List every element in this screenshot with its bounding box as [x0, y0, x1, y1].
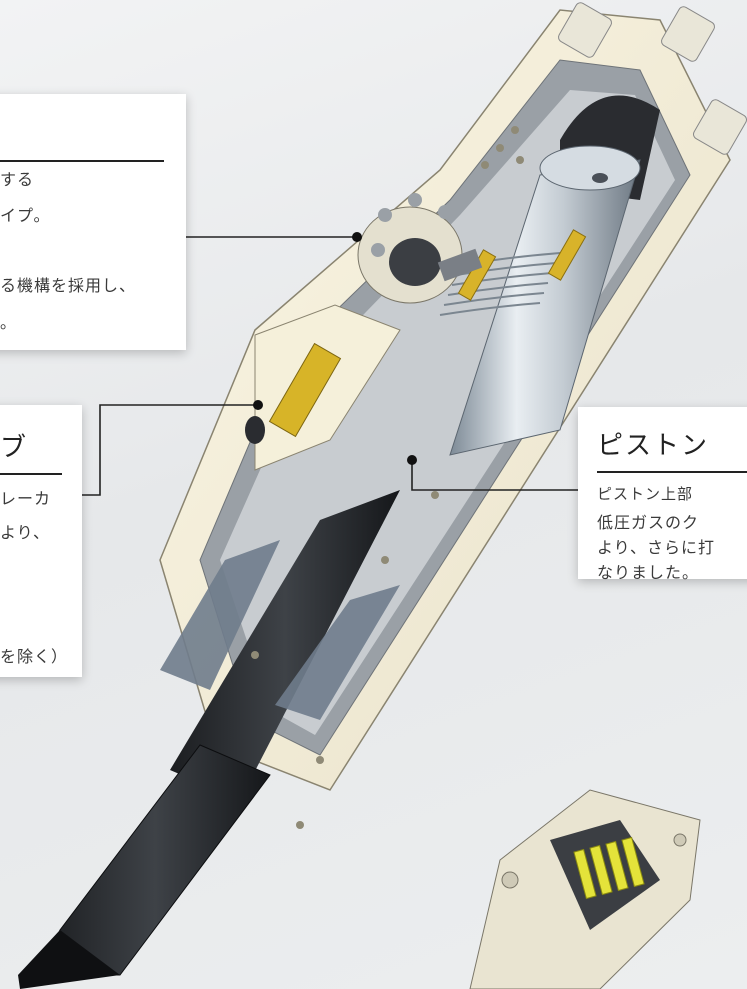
valve-assembly: [245, 304, 401, 471]
callout-line: レーカ: [0, 489, 52, 508]
piston: [439, 145, 641, 456]
callout-accumulator: する イプ。 る機構を採用し、 。: [0, 94, 186, 350]
callout-line: より、さらに打: [597, 538, 716, 557]
callout-rule: [0, 160, 164, 162]
top-fittings: [558, 2, 747, 155]
chisel-rod: [18, 490, 400, 989]
callout-line: 低圧ガスのク: [597, 513, 700, 532]
leader-dots: [253, 232, 417, 465]
front-bushing: [160, 540, 400, 720]
leader-lines: [82, 236, 578, 496]
callout-rule: [0, 473, 62, 475]
callout-line: する: [0, 170, 35, 189]
leader-dot-piston: [407, 455, 417, 465]
callout-piston: ピストン ピストン上部 低圧ガスのク より、さらに打 なりました。: [578, 407, 747, 582]
leader-line-piston: [411, 460, 578, 491]
secondary-unit: [469, 789, 701, 989]
callout-rule: [597, 471, 747, 473]
callout-valve: ブ レーカ より、 を除く）: [0, 405, 82, 677]
callout-title: ブ: [0, 433, 29, 463]
callout-line: イプ。: [0, 206, 51, 225]
callout-line: より、: [0, 523, 51, 542]
callout-line: 。: [0, 313, 18, 332]
leader-dot-valve: [253, 400, 263, 410]
leader-dot-top: [352, 232, 362, 242]
callout-line: を除く）: [0, 647, 69, 666]
leader-line-valve: [82, 404, 258, 496]
callout-line: ピストン上部: [597, 485, 694, 503]
accumulator: [357, 193, 483, 304]
callout-title: ピストン: [597, 431, 710, 461]
callout-line: る機構を採用し、: [0, 276, 137, 295]
callout-line: なりました。: [597, 563, 700, 582]
